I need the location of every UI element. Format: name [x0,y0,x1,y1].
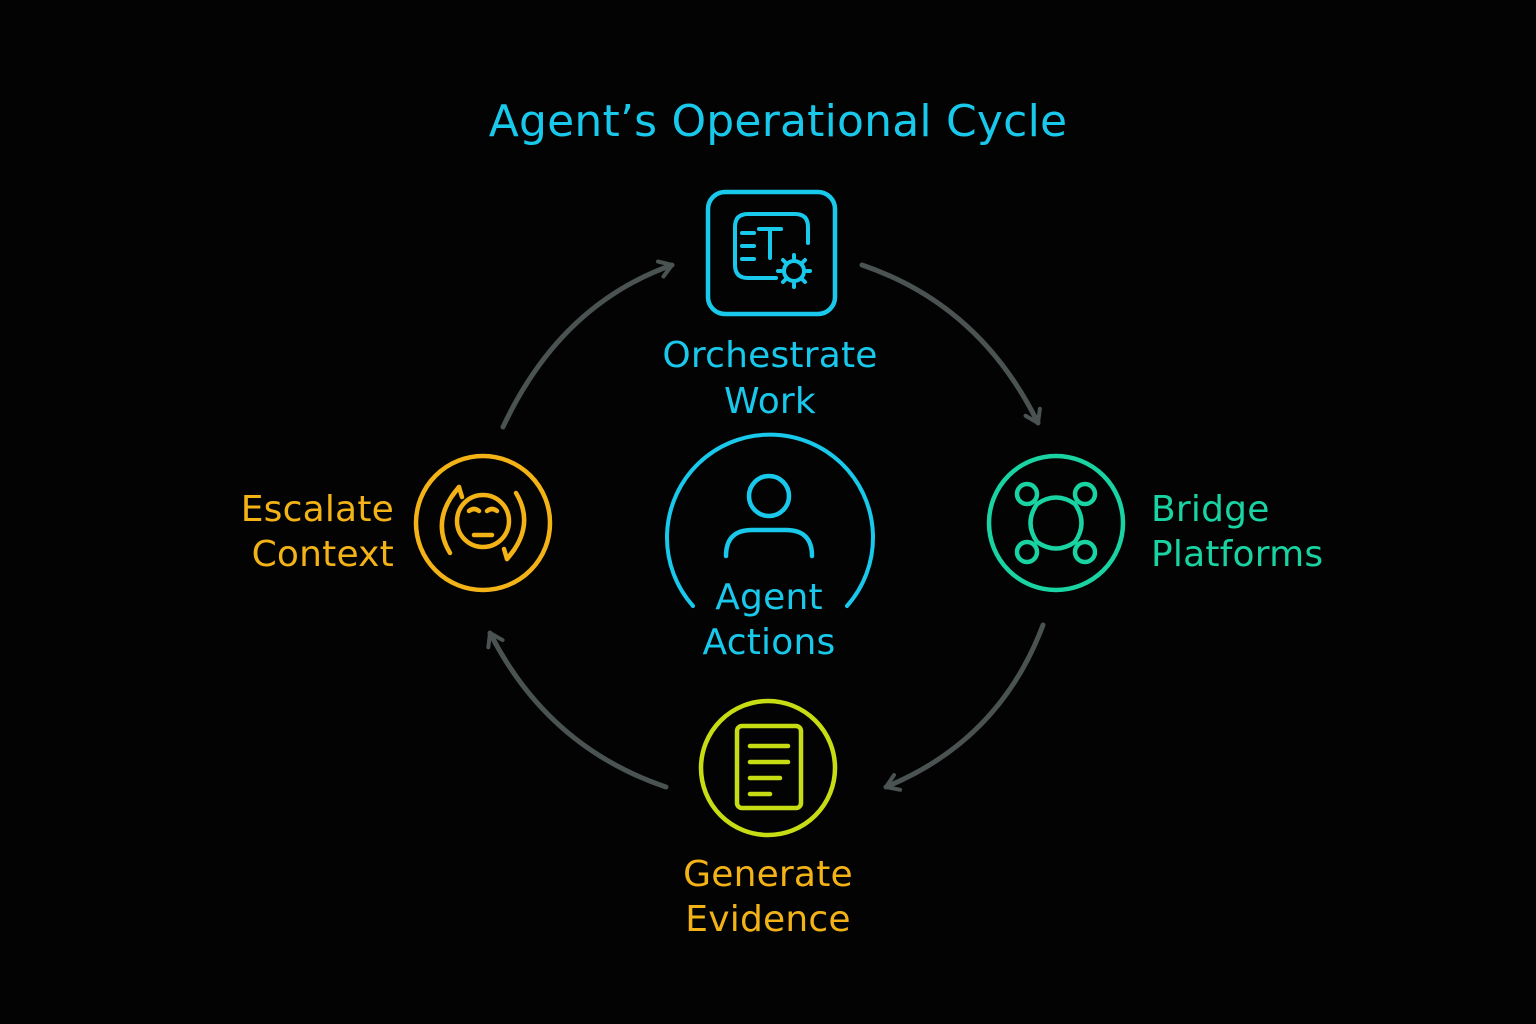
orchestrate-label-line2: Work [724,381,816,422]
generate-label-line1: Generate [683,854,853,895]
center-label-line2: Actions [702,622,836,663]
document-gear-icon [733,212,812,289]
bridge-label-line1: Bridge [1151,489,1270,530]
generate-node [698,698,838,838]
bridge-node [986,453,1126,593]
diagram-title: Agent’s Operational Cycle [488,96,1068,147]
arrow-orchestrate-to-bridge [859,262,1042,426]
cycle-arrows [486,259,1046,792]
bridge-label-line2: Platforms [1151,534,1324,575]
center-label-line1: Agent [715,577,823,618]
arrow-escalate-to-orchestrate [500,259,675,430]
center-agent [665,432,875,608]
document-icon [734,723,804,811]
bridge-ring [986,453,1126,593]
arrow-bridge-to-generate [883,622,1046,792]
orchestrate-frame [705,189,838,317]
person-icon [723,473,815,559]
arrow-generate-to-escalate [486,630,669,790]
generate-ring [698,698,838,838]
escalate-label-line1: Escalate [240,489,394,530]
orchestrate-node [705,189,838,317]
connected-nodes-icon [1014,481,1098,565]
generate-label-line2: Evidence [685,899,851,940]
face-cycle-icon [439,484,527,562]
escalate-label-line2: Context [251,534,394,575]
center-arc [665,432,875,608]
orchestrate-label-line1: Orchestrate [662,335,878,376]
escalate-ring [413,453,553,593]
escalate-node [413,453,553,593]
